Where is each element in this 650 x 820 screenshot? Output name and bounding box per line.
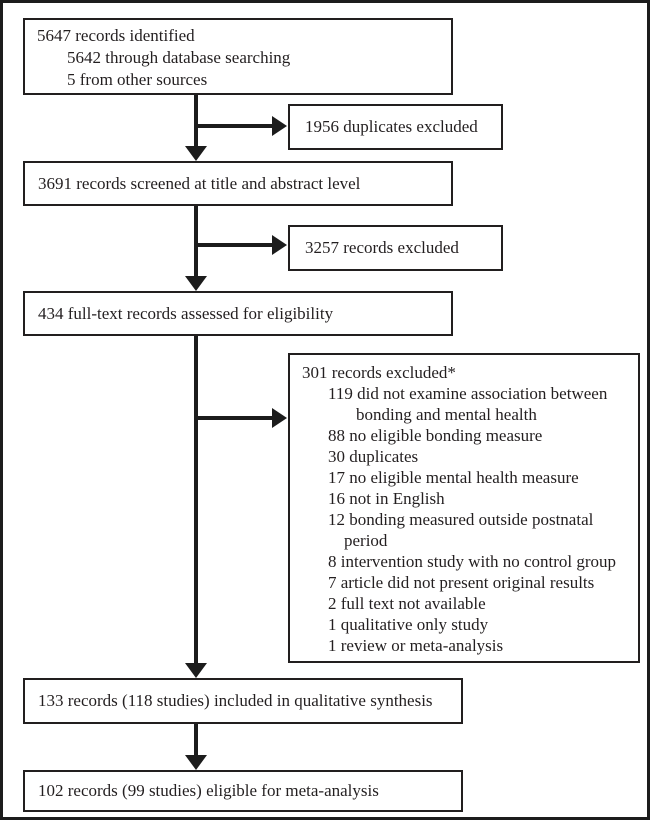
excluded-reason-line: 17 no eligible mental health measure	[328, 468, 579, 487]
box-qualitative-synthesis: 133 records (118 studies) included in qu…	[23, 678, 463, 724]
excluded-reason-line: 12 bonding measured outside postnatal	[328, 510, 594, 529]
box-screened-excluded: 3257 records excluded	[288, 225, 503, 271]
excluded-reason-line: 7 article did not present original resul…	[328, 573, 595, 592]
arrow-screened-to-fulltext	[194, 206, 198, 277]
excluded-reason-line: 1 review or meta-analysis	[328, 636, 504, 655]
excluded-reason-line: 16 not in English	[328, 489, 445, 508]
identified-database-line: 5642 through database searching	[67, 48, 291, 67]
excluded-reason-line: 1 qualitative only study	[328, 615, 489, 634]
screened-excluded-line: 3257 records excluded	[305, 238, 459, 257]
arrowhead-down	[185, 663, 207, 678]
arrowhead-right	[272, 116, 287, 136]
identified-other-line: 5 from other sources	[67, 70, 208, 89]
excluded-reason-line: 88 no eligible bonding measure	[328, 426, 543, 445]
box-records-screened: 3691 records screened at title and abstr…	[23, 161, 453, 206]
excluded-reason-line: 30 duplicates	[328, 447, 419, 466]
excluded-reason-line: 119 did not examine association between	[328, 384, 608, 403]
box-meta-analysis: 102 records (99 studies) eligible for me…	[23, 770, 463, 812]
box-fulltext-assessed: 434 full-text records assessed for eligi…	[23, 291, 453, 336]
arrow-branch-screened-excluded	[196, 243, 272, 247]
box-records-identified: 5647 records identified 5642 through dat…	[23, 18, 453, 95]
arrow-branch-duplicates	[196, 124, 272, 128]
box-fulltext-excluded: 301 records excluded* 119 did not examin…	[288, 353, 640, 663]
qualitative-line: 133 records (118 studies) included in qu…	[38, 691, 433, 710]
duplicates-excluded-line: 1956 duplicates excluded	[305, 117, 478, 136]
excluded-reason-line: 8 intervention study with no control gro…	[328, 552, 617, 571]
identified-total-line: 5647 records identified	[37, 26, 195, 45]
arrow-fulltext-to-qualitative	[194, 336, 198, 664]
excluded-reason-wrap: bonding and mental health	[356, 405, 537, 424]
arrowhead-right	[272, 235, 287, 255]
arrow-qualitative-to-meta	[194, 724, 198, 756]
meta-analysis-line: 102 records (99 studies) eligible for me…	[38, 781, 379, 800]
screened-line: 3691 records screened at title and abstr…	[38, 173, 361, 193]
arrowhead-down	[185, 755, 207, 770]
box-duplicates-excluded: 1956 duplicates excluded	[288, 104, 503, 150]
arrowhead-right	[272, 408, 287, 428]
fulltext-line: 434 full-text records assessed for eligi…	[38, 303, 334, 323]
excluded-title-line: 301 records excluded*	[302, 363, 456, 382]
excluded-reason-wrap: period	[344, 531, 388, 550]
excluded-reason-line: 2 full text not available	[328, 594, 486, 613]
arrowhead-down	[185, 146, 207, 161]
arrow-branch-fulltext-excluded	[196, 416, 272, 420]
arrow-identified-to-screened	[194, 95, 198, 147]
arrowhead-down	[185, 276, 207, 291]
